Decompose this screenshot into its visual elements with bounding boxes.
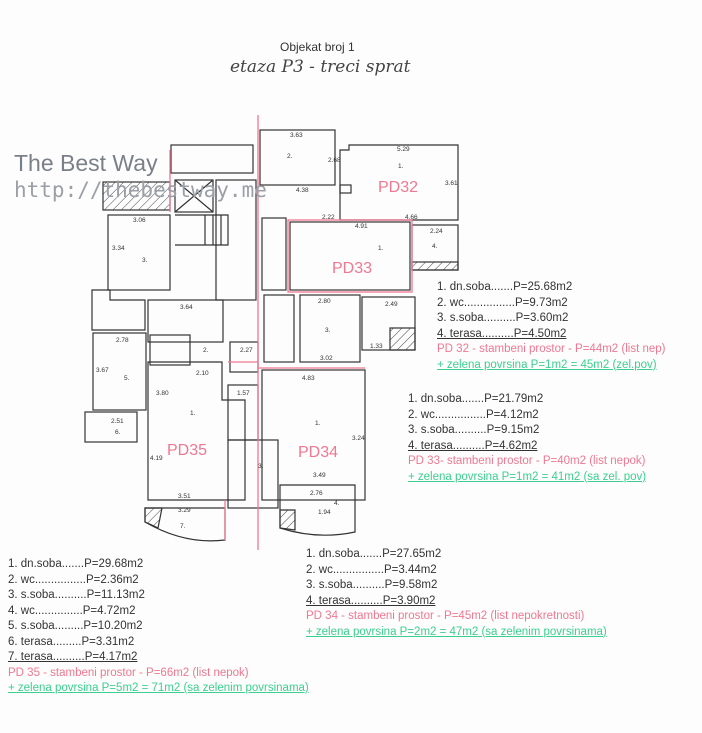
dimension-label: 3.02 xyxy=(320,355,333,362)
dimension-label: 3.24 xyxy=(352,435,365,442)
room-area: 4. terasa..........P=4.62m2 xyxy=(408,439,538,452)
room-area: 1. dn.soba.......P=25.68m2 xyxy=(437,281,573,293)
dimension-label: 5.29 xyxy=(397,146,410,153)
dimension-label: 2.22 xyxy=(322,214,335,221)
dimension-label: 1.57 xyxy=(237,390,250,397)
dimension-label: 2.78 xyxy=(116,337,129,344)
dimension-label: 2.27 xyxy=(240,347,253,354)
green-area-summary: + zelena povrsina P=1m2 = 45m2 (zel.pov) xyxy=(437,358,657,371)
room-number: 4. xyxy=(432,243,438,250)
unit-boundaries xyxy=(169,115,413,550)
dimension-label: 3.80 xyxy=(156,390,169,397)
unit-label-pd34: PD34 xyxy=(298,444,338,461)
room-area: 1. dn.soba.......P=21.79m2 xyxy=(408,393,544,405)
room-area: 1. dn.soba.......P=29.68m2 xyxy=(8,558,144,570)
dimension-labels: 3.63 5.29 2.68 3.61 4.38 4.91 2.22 4.66 … xyxy=(96,132,458,516)
dimension-label: 2.51 xyxy=(111,418,124,425)
dimension-label: 4.19 xyxy=(150,455,163,462)
room-area: 3. s.soba..........P=9.58m2 xyxy=(306,579,438,591)
dimension-label: 3.49 xyxy=(313,472,326,479)
pd33-legend: 1. dn.soba.......P=21.79m2 2. wc........… xyxy=(408,392,646,485)
room-area: 7. terasa..........P=4.17m2 xyxy=(8,651,138,663)
dimension-label: 2.49 xyxy=(385,301,398,308)
room-number: 6. xyxy=(115,429,121,436)
unit-summary: PD 34 - stambeni prostor - P=45m2 (list … xyxy=(306,610,585,622)
room-area: 5. s.soba.........P=10.20m2 xyxy=(8,620,143,632)
room-number: 2. xyxy=(287,153,293,160)
room-number: 1. xyxy=(378,245,384,252)
room-area: 3. s.soba..........P=9.15m2 xyxy=(408,424,540,436)
dimension-label: 1.94 xyxy=(318,509,331,516)
walls xyxy=(84,129,459,542)
room-number: 2. xyxy=(203,347,209,354)
pd35-legend: 1. dn.soba.......P=29.68m2 2. wc........… xyxy=(8,557,309,697)
dimension-label: 2.76 xyxy=(310,490,323,497)
watermark-url: http://thebestway.me xyxy=(14,178,267,202)
room-number: 5. xyxy=(124,375,130,382)
room-number: 3. xyxy=(142,257,148,264)
room-area: 6. terasa.........P=3.31m2 xyxy=(8,635,135,648)
dimension-label: 2.10 xyxy=(196,370,209,377)
room-area: 3. s.soba..........P=11.13m2 xyxy=(8,589,145,601)
unit-summary: PD 33- stambeni prostor - P=40m2 (list n… xyxy=(408,455,646,467)
pd34-legend: 1. dn.soba.......P=27.65m2 2. wc........… xyxy=(306,547,607,640)
dimension-label: 3.64 xyxy=(180,304,193,311)
room-area: 4. terasa..........P=3.90m2 xyxy=(306,594,436,607)
unit-labels: PD32 PD33 PD34 PD35 xyxy=(167,179,418,461)
room-area: 4. terasa..........P=4.50m2 xyxy=(437,327,567,340)
dimension-label: 1.33 xyxy=(370,343,383,350)
room-area: 4. wc...............P=4.72m2 xyxy=(8,604,136,617)
green-area-summary: + zelena povrsina P=1m2 = 41m2 (sa zel. … xyxy=(408,470,647,483)
watermark-title: The Best Way xyxy=(14,150,158,176)
dimension-label: 3.51 xyxy=(178,493,191,500)
room-number: 1. xyxy=(315,420,321,427)
dimension-label: 2.80 xyxy=(318,298,331,305)
green-area-summary: + zelena povrsina P=2m2 = 47m2 (sa zelen… xyxy=(306,625,607,638)
room-number: 1. xyxy=(190,410,196,417)
dimension-label: 2.24 xyxy=(430,228,443,235)
unit-label-pd32: PD32 xyxy=(378,179,418,196)
dimension-label: 2.68 xyxy=(328,157,341,164)
room-number: 3. xyxy=(325,327,331,334)
room-area: 3. s.soba..........P=3.60m2 xyxy=(437,312,569,324)
room-numbers: 1. 2. 1. 4. 3. 3. 5. 6. 1. 7. 1. 3. 4. 2… xyxy=(115,153,438,530)
unit-summary: PD 32 - stambeni prostor - P=44m2 (list … xyxy=(437,343,666,355)
room-area: 2. wc................P=3.44m2 xyxy=(306,563,437,576)
dimension-label: 3.29 xyxy=(178,507,191,514)
room-number: 4. xyxy=(334,500,340,507)
unit-label-pd33: PD33 xyxy=(332,260,372,277)
room-area: 1. dn.soba.......P=27.65m2 xyxy=(306,548,442,560)
dimension-label: 3.67 xyxy=(96,367,109,374)
pd32-legend: 1. dn.soba.......P=25.68m2 2. wc........… xyxy=(437,280,666,373)
room-area: 2. wc................P=9.73m2 xyxy=(437,296,568,309)
page-subtitle: etaza P3 - treci sprat xyxy=(230,57,411,77)
unit-summary: PD 35 - stambeni prostor - P=66m2 (list … xyxy=(8,666,249,679)
dimension-label: 4.38 xyxy=(296,187,309,194)
dimension-label: 3.34 xyxy=(112,245,125,252)
dimension-label: 3.63 xyxy=(290,132,303,139)
room-number: 3. xyxy=(258,463,264,470)
room-area: 2. wc................P=4.12m2 xyxy=(408,408,539,421)
dimension-label: 4.91 xyxy=(355,223,368,230)
green-area-summary: + zelena povrsina P=5m2 = 71m2 (sa zelen… xyxy=(8,682,309,694)
dimension-label: 4.66 xyxy=(405,214,418,221)
dimension-label: 3.06 xyxy=(133,217,146,224)
dimension-label: 3.61 xyxy=(445,180,458,187)
unit-label-pd35: PD35 xyxy=(167,442,207,459)
dimension-label: 4.83 xyxy=(302,375,315,382)
page-title: Objekat broj 1 xyxy=(280,40,355,54)
room-number: 7. xyxy=(180,523,186,530)
room-number: 1. xyxy=(398,163,404,170)
room-area: 2. wc................P=2.36m2 xyxy=(8,573,139,586)
